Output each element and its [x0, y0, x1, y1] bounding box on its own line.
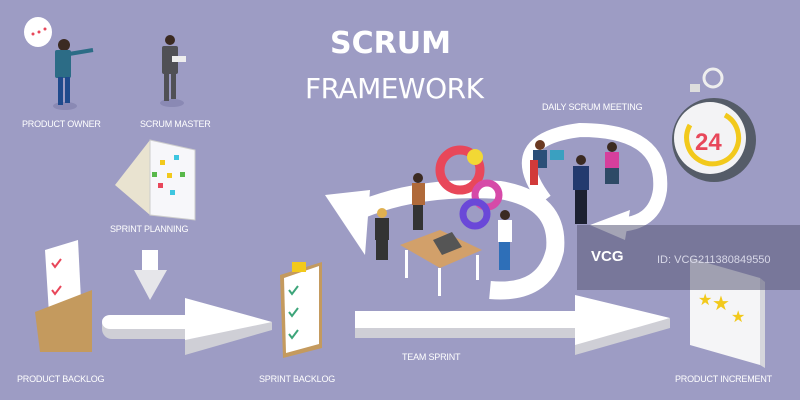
label-sprint-planning: SPRINT PLANNING [110, 224, 189, 234]
arrow-to-sprint-backlog [102, 298, 272, 355]
title-line-1: SCRUM [330, 26, 451, 61]
label-product-increment: PRODUCT INCREMENT [675, 374, 772, 384]
title-line-2: FRAMEWORK [305, 72, 484, 105]
label-sprint-backlog: SPRINT BACKLOG [259, 374, 336, 384]
label-product-owner: PRODUCT OWNER [22, 119, 101, 129]
scrum-master-figure [160, 35, 186, 107]
watermark-id: ID: VCG211380849550 [657, 254, 771, 266]
team-members [375, 140, 619, 270]
gears-icon [435, 145, 503, 230]
sprint-backlog-clipboard-icon [280, 262, 322, 358]
calendar-icon [115, 139, 196, 221]
label-product-backlog: PRODUCT BACKLOG [17, 374, 105, 384]
svg-text:★: ★ [731, 309, 745, 326]
product-owner-figure [24, 17, 94, 110]
watermark-band [577, 225, 800, 290]
svg-text:★: ★ [712, 293, 730, 315]
label-daily-scrum-meeting: DAILY SCRUM MEETING [542, 102, 643, 112]
svg-text:★: ★ [698, 292, 712, 309]
stopwatch-number: 24 [695, 129, 722, 156]
product-backlog-folder-icon [35, 240, 92, 352]
desk-icon [400, 230, 482, 296]
label-team-sprint: TEAM SPRINT [402, 352, 461, 362]
down-arrow-icon [134, 250, 167, 300]
stopwatch-icon: 24 [672, 67, 756, 182]
label-scrum-master: SCRUM MASTER [140, 119, 211, 129]
watermark-logo: VCG [591, 248, 624, 265]
